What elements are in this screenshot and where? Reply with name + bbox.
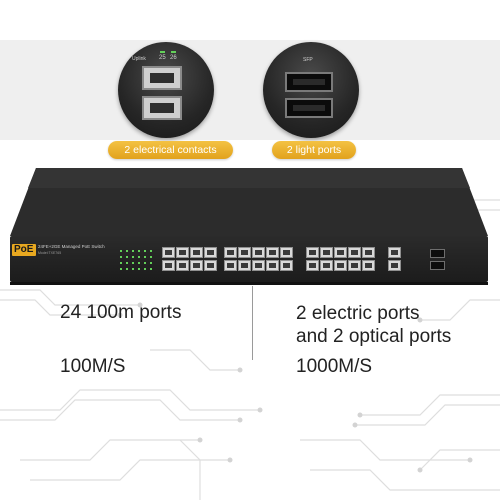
rj45-port [190,247,203,258]
rj45-port [224,260,237,271]
status-led [150,256,152,258]
callout-light-ports: 2 light ports [272,141,356,159]
status-led [132,256,134,258]
sfp-slot-top-icon [285,72,333,92]
product-name: 24FE+2GE Managed PoE Switch [38,244,105,249]
rj45-port [334,247,347,258]
status-led [120,250,122,252]
rj45-port [238,260,251,271]
port-number-25: 25 [159,55,166,61]
rj45-port [238,247,251,258]
status-led [144,250,146,252]
status-led [126,250,128,252]
sfp-slot-1 [430,249,445,258]
rj45-port [252,260,265,271]
rj45-port-bottom-icon [142,96,182,120]
switch-front-panel: PoE 24FE+2GE Managed PoE Switch Model:TX… [10,236,488,282]
rj45-port [176,247,189,258]
right-spec-line2: and 2 optical ports [296,326,452,347]
status-led [120,268,122,270]
rj45-zoom-circle: Uplink 25 26 [118,42,214,138]
uplink-port-25 [388,247,401,258]
rj45-port [362,247,375,258]
rj45-port [190,260,203,271]
status-led [138,250,140,252]
rj45-port [362,260,375,271]
rj45-port [306,260,319,271]
status-led [144,268,146,270]
status-led [144,262,146,264]
status-led [120,262,122,264]
rj45-port [348,260,361,271]
sfp-label: SFP [303,57,313,63]
switch-bottom-edge [10,282,488,285]
left-spec-title: 24 100m ports [60,302,182,323]
led-26 [171,51,176,53]
sfp-slot-bottom-icon [285,98,333,118]
left-spec-speed: 100M/S [60,356,126,377]
rj45-port-top-icon [142,66,182,90]
model-number: Model:TXE765 [38,251,62,255]
status-led [138,262,140,264]
status-led [126,256,128,258]
port-number-26: 26 [170,55,177,61]
rj45-port [348,247,361,258]
rj45-port [320,247,333,258]
status-led [126,268,128,270]
status-led [138,256,140,258]
led-25 [160,51,165,53]
right-spec-line1: 2 electric ports [296,303,420,324]
rj45-port [176,260,189,271]
rj45-port [162,260,175,271]
rj45-port [266,247,279,258]
rj45-port [334,260,347,271]
rj45-port [204,260,217,271]
status-led [150,262,152,264]
rj45-port [280,247,293,258]
status-led [132,268,134,270]
rj45-port [306,247,319,258]
sfp-zoom-circle: SFP [263,42,359,138]
poe-badge [12,244,36,256]
rj45-port [252,247,265,258]
top-band [0,40,500,140]
status-led [126,262,128,264]
rj45-port [280,260,293,271]
uplink-label: Uplink [132,56,146,62]
status-led [132,250,134,252]
callout-electrical-contacts: 2 electrical contacts [108,141,233,159]
sfp-slot-2 [430,261,445,270]
brand-logo: PoE [14,244,34,255]
status-led [150,268,152,270]
uplink-port-26 [388,260,401,271]
status-led [138,268,140,270]
spec-divider [252,286,253,360]
rj45-port [204,247,217,258]
rj45-port [224,247,237,258]
status-led [132,262,134,264]
rj45-port [266,260,279,271]
right-spec-speed: 1000M/S [296,356,373,377]
rj45-port [320,260,333,271]
rj45-port [162,247,175,258]
status-led [144,256,146,258]
status-led [120,256,122,258]
status-led [150,250,152,252]
